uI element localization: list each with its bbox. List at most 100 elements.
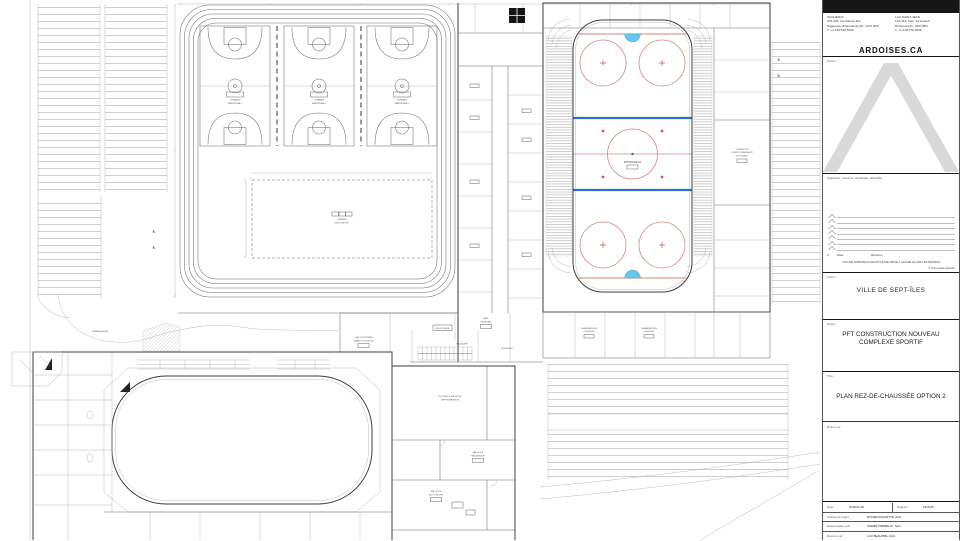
divider bbox=[823, 501, 959, 502]
multisport-label: TERRAIN bbox=[337, 218, 347, 221]
svg-text:PRINCIPAL: PRINCIPAL bbox=[480, 320, 492, 323]
faceoff-circles bbox=[579, 39, 686, 269]
copyright-note: © Tous droits réservés bbox=[928, 266, 955, 270]
accessible-parking-icon: ♿ bbox=[777, 57, 781, 63]
ardoises-logo-icon bbox=[823, 63, 959, 172]
office-saguenay: SAGUENAY 201-240, rue Racine Est Saguena… bbox=[827, 15, 879, 32]
speed-oval bbox=[103, 367, 381, 513]
entrance-hall: HALL D'ENTRÉE AVANT CONTRÔLE BILLETTERIE… bbox=[339, 312, 543, 363]
demarcation-label: DÉMARCATION bbox=[92, 330, 108, 333]
svg-text:MÉCANIQUE: MÉCANIQUE bbox=[471, 454, 485, 457]
locker-label: CHAMBRE DES bbox=[641, 327, 658, 330]
svg-text:NOUVELLE SALLE DE: NOUVELLE SALLE DE bbox=[439, 395, 462, 398]
locker-label: CHAMBRE DES bbox=[581, 327, 598, 330]
accessible-parking-icon: ♿ bbox=[152, 245, 156, 251]
ticket-office-label: BILLETTERIE bbox=[432, 324, 453, 331]
sheet-title: PLAN REZ-DE-CHAUSSÉE OPTION 2 bbox=[836, 393, 946, 400]
center-circle bbox=[607, 128, 658, 180]
date-value: 2019-01-28 bbox=[849, 505, 864, 510]
goal-lines bbox=[578, 33, 687, 279]
tech-value: ANDRÉ TREMBLAY, Tech. bbox=[867, 524, 902, 529]
drawing-meta-table: Date : 2019-01-28 Rapport : 1815-05 Char… bbox=[823, 503, 959, 540]
divider bbox=[823, 371, 959, 372]
client-name: VILLE DE SEPT-ÎLES bbox=[856, 287, 926, 294]
svg-text:SALLE DE: SALLE DE bbox=[473, 451, 484, 454]
multisport-field: TERRAIN MULTISPORT bbox=[242, 172, 433, 259]
project-name: PFT CONSTRUCTION NOUVEAU COMPLEXE SPORTI… bbox=[842, 331, 940, 347]
parking-northwest: ♿ ♿ bbox=[37, 4, 168, 319]
stairs-label: ESCALIER bbox=[457, 343, 468, 346]
arena-south-rooms: CHAMBRE DES JOUEURS CHAMBRE DES JOUEURS bbox=[542, 311, 771, 359]
hall-entry-label: HALL D'ENTRÉE AVANT CONTRÔLE bbox=[354, 336, 374, 348]
faceoff-hashes bbox=[600, 60, 665, 248]
svg-text:MULTISPORT: MULTISPORT bbox=[335, 222, 350, 224]
existing-arena bbox=[11, 351, 393, 540]
accessible-parking-icon: ♿ bbox=[777, 73, 781, 79]
divider bbox=[823, 421, 959, 422]
revision-table-header: # Date Révision bbox=[827, 252, 883, 257]
tech-label: Responsable tech. : bbox=[827, 524, 853, 529]
svg-text:CONDITIONNEMENT: CONDITIONNEMENT bbox=[731, 152, 753, 154]
west-rooms bbox=[11, 351, 130, 540]
svg-text:AVANT CONTRÔLE: AVANT CONTRÔLE bbox=[354, 339, 374, 342]
parking-south bbox=[539, 364, 821, 540]
svg-text:JOUEURS: JOUEURS bbox=[644, 331, 655, 333]
revision-table: # Date Révision bbox=[827, 213, 955, 257]
gymnasium: TERRAIN MULTISPORT bbox=[178, 4, 458, 314]
refrigeration-label: NOUVELLE SALLE DE RÉFRIGÉRATION bbox=[439, 395, 462, 401]
dimension-lines bbox=[173, 2, 772, 298]
access-road bbox=[539, 451, 821, 500]
sheet-title-label: Titre : bbox=[827, 374, 835, 378]
report-value: 1815-05 bbox=[923, 505, 934, 510]
site-demarcation: DÉMARCATION bbox=[57, 294, 339, 352]
room-id-boxes bbox=[469, 83, 532, 257]
arena: PATINOIRE #1 CENTRE DE CONDITIONNEMENT P… bbox=[542, 2, 771, 359]
gym-divider-curtain bbox=[276, 26, 362, 146]
issued-for-label: Émis pour : bbox=[827, 425, 843, 429]
drawn-label: Dessiné par : bbox=[827, 534, 845, 539]
accessible-parking-icon: ♿ bbox=[152, 229, 156, 235]
svg-text:SALLE DE: SALLE DE bbox=[431, 490, 442, 493]
date-label: Date : bbox=[827, 505, 835, 510]
title-block-header-bar bbox=[823, 0, 959, 13]
locker-room-band bbox=[457, 3, 544, 362]
svg-text:CENTRE DE: CENTRE DE bbox=[736, 149, 749, 151]
floor-plan-drawing: TERRAIN BASKETBALL ♿ ♿ bbox=[11, 0, 821, 540]
svg-text:ÉLECTRICITÉ: ÉLECTRICITÉ bbox=[429, 493, 444, 496]
stairs bbox=[417, 346, 473, 361]
svg-text:PHYSIQUE: PHYSIQUE bbox=[736, 155, 748, 157]
ice-rink: PATINOIRE #1 bbox=[572, 19, 693, 293]
divider bbox=[823, 319, 959, 320]
service-extension: NOUVELLE SALLE DE RÉFRIGÉRATION SALLE DE… bbox=[392, 365, 516, 540]
firm-addresses: SAGUENAY 201-240, rue Racine Est Saguena… bbox=[823, 15, 959, 44]
drawn-value: LUC BEAUPRÉ, Arch. bbox=[867, 534, 896, 539]
pm-label: Chargé de projet : bbox=[827, 514, 851, 519]
hall-main-label: HALL PRINCIPAL bbox=[480, 317, 492, 329]
goal-crease bbox=[624, 33, 641, 43]
title-block: SAGUENAY 201-240, rue Racine Est Saguena… bbox=[822, 0, 960, 540]
neutral-faceoff-dots bbox=[601, 129, 664, 179]
svg-text:RÉFRIGÉRATION: RÉFRIGÉRATION bbox=[441, 398, 459, 401]
mechanical-label: SALLE DE MÉCANIQUE bbox=[471, 451, 485, 463]
pm-value: ROGER PAQUETTE, Arch. bbox=[867, 514, 902, 519]
bleachers bbox=[545, 18, 713, 274]
svg-text:HALL: HALL bbox=[483, 317, 489, 320]
client-label: Client : bbox=[827, 275, 837, 279]
divider bbox=[823, 272, 959, 273]
goal-crease bbox=[624, 269, 641, 279]
office-lac-saint-jean: LAC-SAINT-JEAN 101-918, boul. St-Joseph … bbox=[895, 15, 930, 32]
landscaping-hatch bbox=[142, 322, 181, 352]
svg-text:JOUEURS: JOUEURS bbox=[584, 331, 595, 333]
svg-text:BILLETTERIE: BILLETTERIE bbox=[436, 328, 450, 330]
svg-text:HALL D'ENTRÉE: HALL D'ENTRÉE bbox=[356, 336, 373, 339]
seal-label: Sceau : bbox=[827, 59, 838, 63]
door-swing bbox=[120, 382, 130, 392]
parking-east: ♿ ♿ bbox=[771, 42, 821, 304]
firm-logo-text: ARDOISES.CA bbox=[823, 44, 959, 57]
door-swing bbox=[45, 358, 52, 370]
project-label: Projet : bbox=[827, 322, 837, 326]
electrical-label: SALLE DE ÉLECTRICITÉ bbox=[429, 490, 476, 516]
running-track bbox=[179, 4, 456, 298]
report-label: Rapport : bbox=[897, 505, 909, 510]
fitness-room-label: CENTRE DE CONDITIONNEMENT PHYSIQUE bbox=[731, 149, 753, 163]
